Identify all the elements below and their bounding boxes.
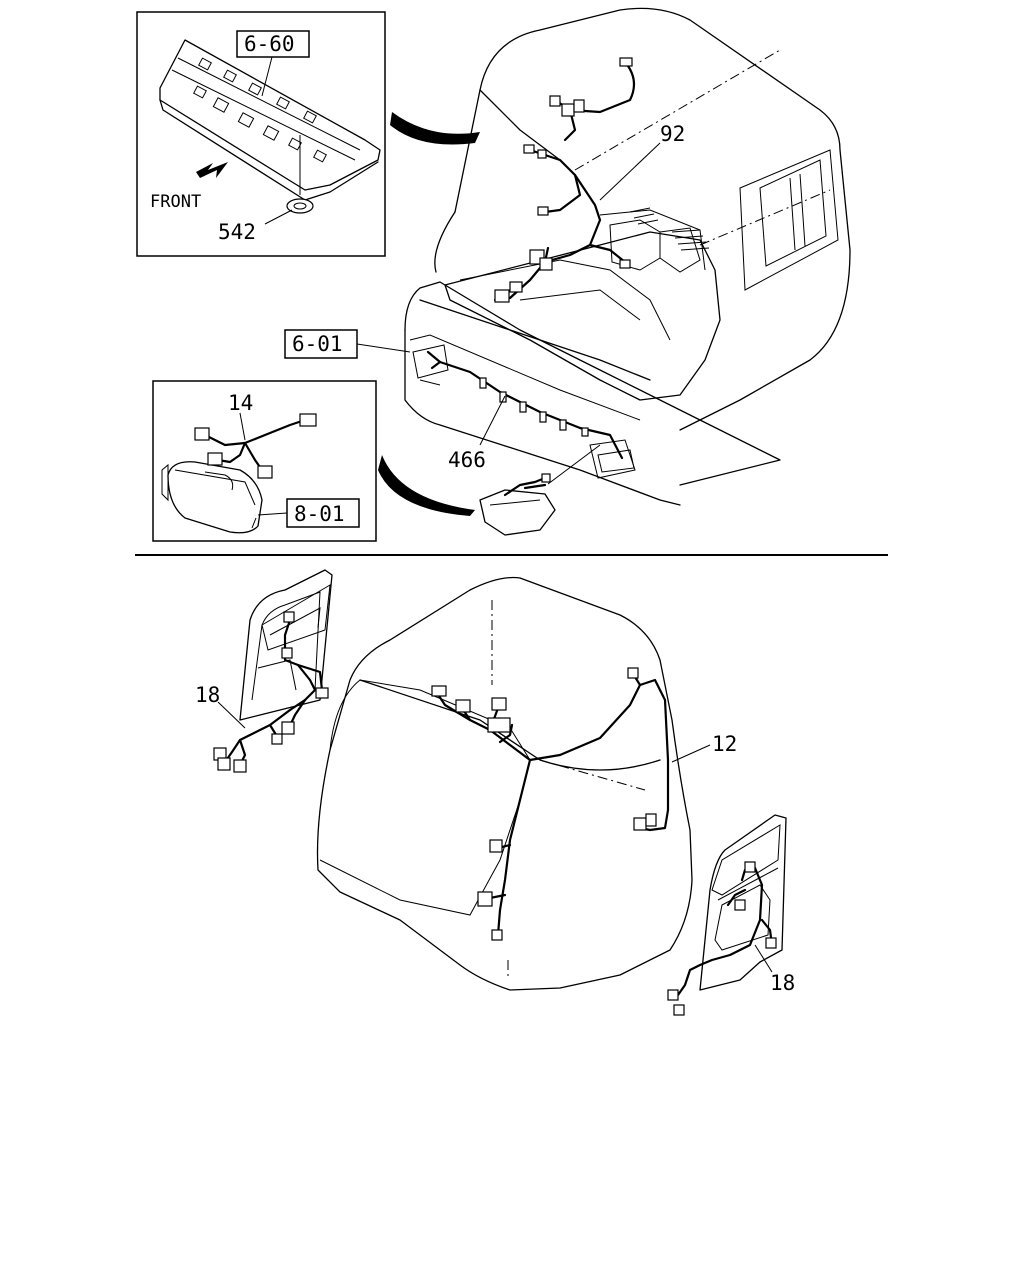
cab-top: 92 466 6-01 <box>284 7 851 536</box>
cab-bottom: 12 <box>316 576 737 991</box>
ref-box-6-60 <box>236 30 310 58</box>
inset-headlamp: 14 8-01 <box>152 380 377 542</box>
front-label: FRONT <box>150 192 201 212</box>
ref-box-8-01 <box>286 498 360 528</box>
door-right: 18 <box>667 814 795 1016</box>
part-18-left-label: 18 <box>195 683 220 707</box>
ref-6-01-label: 6-01 <box>292 332 343 356</box>
door-left: 18 <box>195 569 333 773</box>
part-466-label: 466 <box>448 448 486 472</box>
ref-6-60-label: 6-60 <box>244 32 295 56</box>
part-92-label: 92 <box>660 122 685 146</box>
ref-8-01-label: 8-01 <box>294 502 345 526</box>
part-18-right-label: 18 <box>770 971 795 995</box>
callout-arrow-top <box>390 112 480 145</box>
part-12-label: 12 <box>712 732 737 756</box>
part-542-label: 542 <box>218 220 256 244</box>
callout-arrow-mid <box>378 455 475 516</box>
front-arrow-icon <box>196 162 228 178</box>
part-14-label: 14 <box>228 391 253 415</box>
inset-dash-panel: FRONT 6-60 542 <box>136 11 386 257</box>
